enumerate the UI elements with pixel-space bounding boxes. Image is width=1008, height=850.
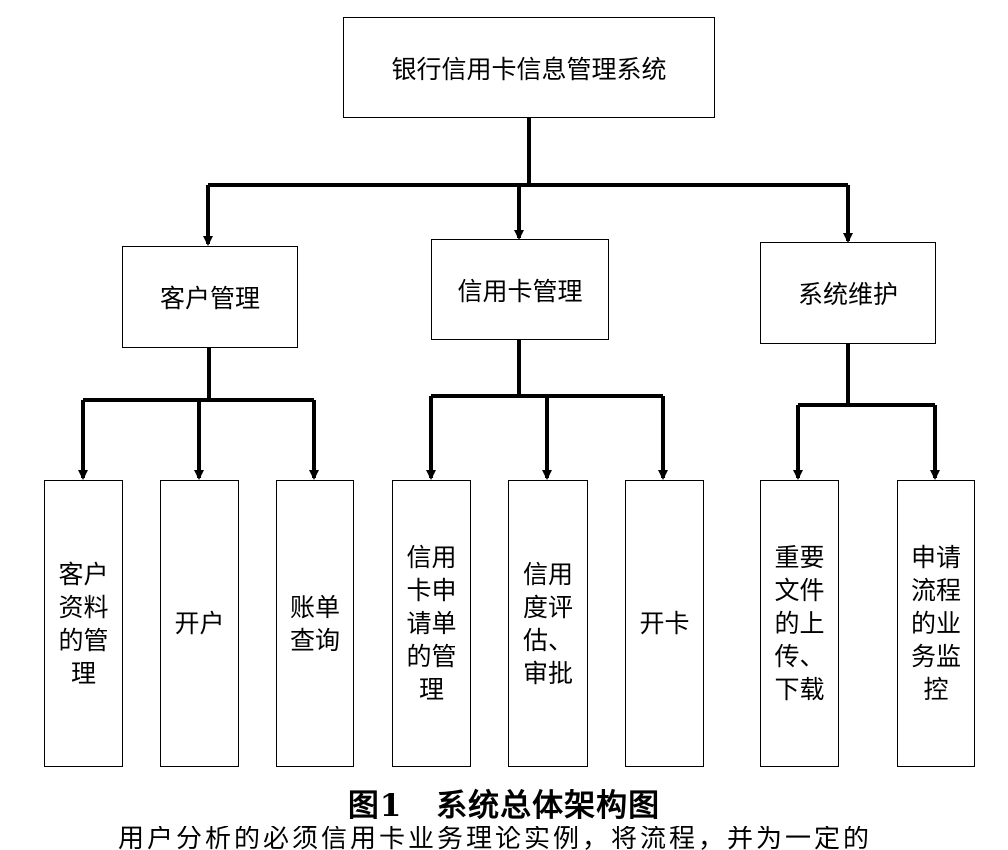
module-card-management: 信用卡管理: [431, 239, 609, 340]
leaf-label: 信用度评估、审批: [522, 559, 573, 688]
leaf-label: 信用卡申请单的管理: [406, 543, 457, 704]
system-maint-connectors: [793, 344, 940, 480]
leaf-label: 申请流程的业务监控: [910, 543, 961, 704]
leaf-process-monitoring: 申请流程的业务监控: [897, 480, 975, 767]
leaf-customer-profile-management: 客户资料的管理: [44, 480, 123, 767]
leaf-label: 客户资料的管理: [58, 559, 109, 688]
leaf-bill-query: 账单查询: [276, 480, 354, 767]
root-node-label: 银行信用卡信息管理系统: [391, 54, 667, 84]
leaf-label: 开户: [174, 609, 225, 638]
root-node: 银行信用卡信息管理系统: [343, 17, 715, 118]
leaf-label: 账单查询: [289, 592, 340, 655]
customer-mgmt-connectors: [78, 348, 319, 480]
body-text-fragment: 用户分析的必须信用卡业务理论实例，将流程，并为一定的: [118, 826, 873, 850]
root-to-modules-connectors: [203, 118, 853, 246]
card-mgmt-connectors: [426, 340, 668, 480]
module-customer-management: 客户管理: [122, 246, 298, 348]
leaf-card-activation: 开卡: [625, 480, 704, 767]
leaf-label: 重要文件的上传、下载: [774, 543, 825, 704]
module-card-management-label: 信用卡管理: [457, 276, 583, 306]
leaf-open-account: 开户: [160, 480, 239, 767]
module-system-maintenance: 系统维护: [760, 242, 936, 344]
module-customer-management-label: 客户管理: [159, 284, 260, 313]
figure-caption: 图1 系统总体架构图: [347, 788, 661, 824]
module-system-maintenance-label: 系统维护: [797, 280, 898, 309]
leaf-card-application-management: 信用卡申请单的管理: [392, 480, 471, 767]
leaf-credit-evaluation-approval: 信用度评估、审批: [508, 480, 588, 767]
leaf-file-upload-download: 重要文件的上传、下载: [760, 480, 839, 767]
leaf-label: 开卡: [639, 609, 690, 638]
